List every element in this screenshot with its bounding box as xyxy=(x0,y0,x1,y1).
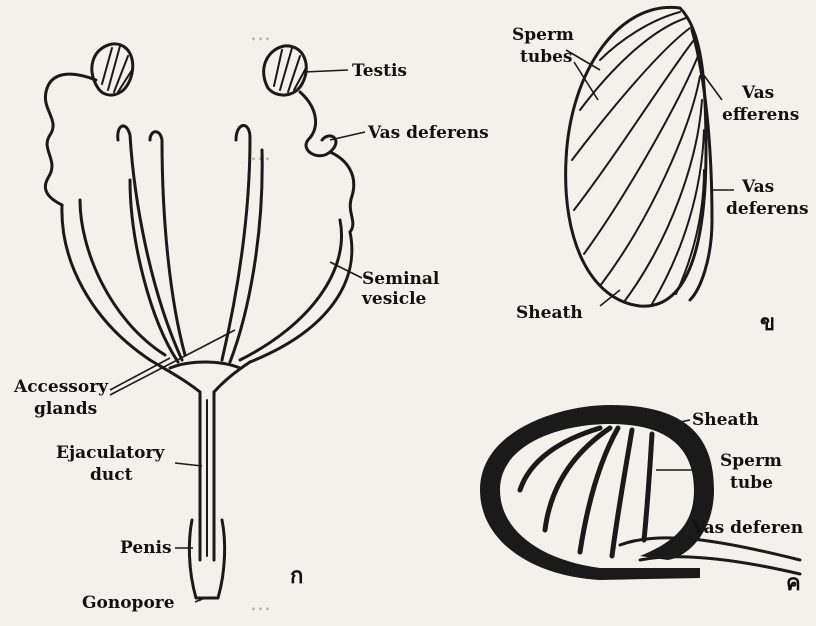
label-seminal-vesicle-line1: Seminal xyxy=(362,269,440,289)
gland-junction xyxy=(150,360,250,392)
seminal-vesicle-center-left xyxy=(118,126,182,360)
label-gonopore: Gonopore xyxy=(82,593,175,613)
background-text-line: ... xyxy=(250,591,271,616)
label-sperm-tubes-line1: Sperm xyxy=(512,25,574,45)
seminal-vesicle-left-outer xyxy=(62,200,165,360)
label-vas-efferens-line2: efferens xyxy=(722,105,799,125)
reproductive-system-figure: Testis Vas deferens Seminal vesicle Acce… xyxy=(13,44,489,613)
label-ejaculatory-duct-line1: Ejaculatory xyxy=(56,443,165,463)
label-accessory-glands-line1: Accessory xyxy=(13,377,109,397)
label-vas-efferens-line1: Vas xyxy=(741,83,774,103)
label-seminal-vesicle-line2: vesicle xyxy=(361,289,427,309)
right-testis xyxy=(264,46,307,95)
background-text-line: ... xyxy=(250,141,271,166)
label-accessory-glands-line2: glands xyxy=(34,399,97,419)
left-vas-deferens xyxy=(45,74,96,205)
panel-mark-right-top: ข xyxy=(760,310,775,336)
label-sheath-top: Sheath xyxy=(516,303,583,323)
seminal-vesicle-left-inner xyxy=(130,132,185,362)
panel-mark-right-bottom: ค xyxy=(786,570,801,596)
label-sheath-bottom: Sheath xyxy=(692,410,759,430)
testis-cross-section-figure: Sheath Sperm tube Vas deferen ค xyxy=(480,405,803,596)
label-testis: Testis xyxy=(352,61,407,81)
label-vas-deferens: Vas deferens xyxy=(367,123,489,143)
background-text: ... ... ... xyxy=(250,21,271,616)
label-vas-deferens-bottom: Vas deferen xyxy=(691,518,803,538)
testis-longitudinal-figure: Sperm tubes Vas efferens Vas deferens Sh… xyxy=(512,7,809,336)
label-ejaculatory-duct-line2: duct xyxy=(90,465,133,485)
label-sperm-tube-line1: Sperm xyxy=(720,451,782,471)
panel-mark-left: ก xyxy=(290,563,303,589)
label-sperm-tube-line2: tube xyxy=(730,473,773,493)
label-penis: Penis xyxy=(120,538,172,558)
label-vas-deferens-top-line2: deferens xyxy=(726,199,809,219)
background-text-line: ... xyxy=(250,21,271,46)
cross-section-sperm-tubes xyxy=(520,428,652,556)
label-sperm-tubes-line2: tubes xyxy=(520,47,573,67)
right-vas-deferens xyxy=(300,92,354,232)
left-testis xyxy=(92,44,133,95)
label-vas-deferens-top-line1: Vas xyxy=(741,177,774,197)
sperm-tubes xyxy=(572,12,704,304)
